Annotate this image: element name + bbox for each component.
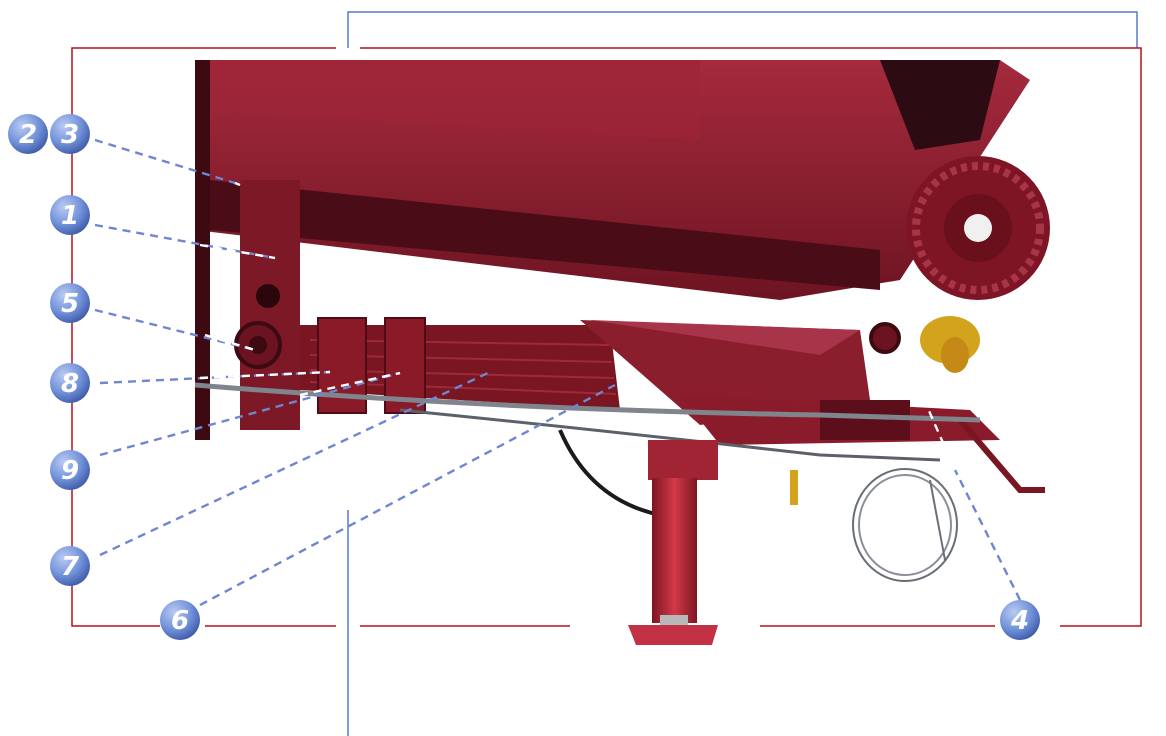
jack-stand bbox=[628, 440, 718, 645]
callout-7: 7 bbox=[50, 546, 90, 586]
arrow-4 bbox=[953, 469, 1022, 601]
arrow-3 bbox=[94, 138, 236, 185]
callout-4: 4 bbox=[1000, 600, 1040, 640]
frame-lines bbox=[71, 11, 1142, 736]
callout-2: 2 bbox=[8, 114, 48, 154]
callout-1: 1 bbox=[50, 195, 90, 235]
callout-9-label: 9 bbox=[61, 456, 79, 486]
arrow-1 bbox=[94, 223, 276, 260]
arrow-9 bbox=[99, 371, 401, 457]
callout-2-label: 2 bbox=[19, 120, 37, 150]
callout-3-label: 3 bbox=[61, 120, 79, 150]
callout-arrows bbox=[94, 138, 1022, 607]
callout-7-label: 7 bbox=[61, 552, 80, 582]
leaf-spring bbox=[300, 317, 620, 414]
trailer-undercarriage-photo bbox=[194, 60, 1050, 645]
callout-6-label: 6 bbox=[171, 606, 189, 636]
callout-4-label: 4 bbox=[1010, 606, 1029, 636]
callout-9: 9 bbox=[50, 450, 90, 490]
gear-wheel bbox=[906, 156, 1050, 300]
arrow-7 bbox=[99, 370, 491, 557]
callout-5-label: 5 bbox=[61, 289, 79, 319]
arrow-5 bbox=[94, 308, 256, 352]
callout-6: 6 bbox=[160, 600, 200, 640]
callout-3: 3 bbox=[50, 114, 90, 154]
callout-8-label: 8 bbox=[61, 369, 79, 399]
callout-5: 5 bbox=[50, 283, 90, 323]
callout-8: 8 bbox=[50, 363, 90, 403]
callout-1-label: 1 bbox=[61, 201, 79, 231]
